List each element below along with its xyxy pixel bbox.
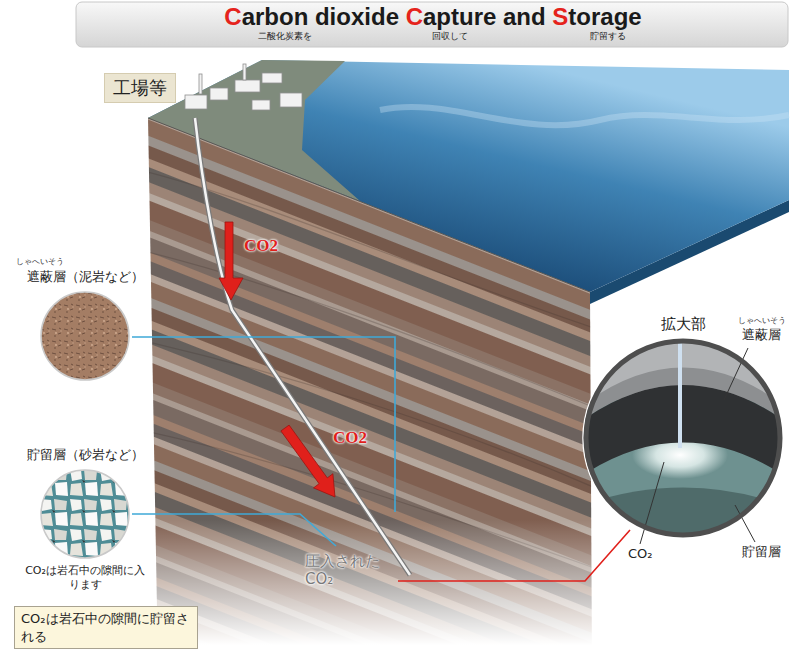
title-run: arbon dioxide (242, 3, 406, 30)
factory-building (280, 93, 302, 107)
layer-label: CO₂ (626, 546, 655, 562)
label-box: 工場等 (104, 73, 176, 103)
node-text: 遮蔽層（泥岩など） (24, 268, 146, 286)
layer-label: 貯留層 (740, 544, 783, 560)
rock-sample-circle: 遮蔽層（泥岩など） (24, 268, 146, 386)
injection-label: 圧入された CO₂ (305, 552, 390, 588)
well-pipe (678, 338, 682, 448)
magnifier-svg (583, 338, 783, 538)
title-run: torage (568, 3, 641, 30)
fade-overlay (140, 520, 600, 664)
factory-building (210, 88, 228, 100)
strata-line (140, 250, 600, 410)
node-text: 貯留層（砂岩など） (24, 446, 146, 464)
node-text: CO₂は岩石中の隙間に入ります (24, 564, 146, 594)
sample-circle-svg (39, 290, 131, 382)
cap-layer (583, 385, 783, 475)
factory-building (252, 100, 270, 110)
sea-wave (380, 107, 789, 125)
subtitle: 貯留する (590, 31, 626, 42)
title-run: C (406, 3, 423, 30)
arrow-label: CO2 (333, 428, 367, 448)
leader-lines (640, 348, 755, 544)
leader-line (398, 530, 630, 581)
co2-arrow (281, 425, 335, 497)
subtitle: 二酸化炭素を (258, 31, 312, 42)
sample-circle (41, 292, 129, 380)
title-text: Carbon dioxide Capture and Storage (224, 4, 641, 29)
magnifier-edge (583, 338, 783, 538)
factory-building (262, 73, 282, 83)
leader-line (132, 514, 336, 546)
leader-line (132, 337, 395, 512)
factory-building (235, 80, 260, 92)
sample-circle-svg (39, 468, 131, 560)
factory-stack (243, 64, 246, 80)
factory-stack (199, 74, 202, 94)
well-pipe-outline (195, 118, 410, 575)
strata-line (140, 340, 600, 490)
earth-block (140, 60, 789, 664)
node-text: 工場等 (113, 76, 167, 100)
factory-building (185, 95, 207, 109)
block-edge (148, 118, 590, 292)
arrow-label: CO2 (244, 236, 278, 256)
title-run: S (552, 3, 568, 30)
note-box: CO₂は岩石中の隙間に貯留される (14, 606, 198, 649)
ruby-text: しゃへいそう (738, 316, 786, 326)
title-band (76, 2, 788, 47)
title-run: C (224, 3, 241, 30)
node-text: CO₂は岩石中の隙間に貯留される (21, 610, 191, 645)
sample-circle (41, 470, 129, 558)
ruby-text: しゃへいそう (16, 257, 64, 267)
subtitle: 回収して (432, 31, 468, 42)
co2-arrow (219, 222, 243, 300)
rock-sample-circle: 貯留層（砂岩など） CO₂は岩石中の隙間に入ります (24, 446, 146, 593)
well-pipe (195, 118, 410, 575)
title-run: apture and (423, 3, 552, 30)
lower-layer (583, 488, 783, 541)
magnifier-ring (586, 341, 780, 535)
magnified-strata (583, 338, 783, 540)
factory (185, 64, 302, 110)
sea-surface (148, 60, 789, 292)
layer-label: 遮蔽層 (742, 327, 781, 343)
magnifier-circle: 拡大部 (583, 314, 783, 538)
